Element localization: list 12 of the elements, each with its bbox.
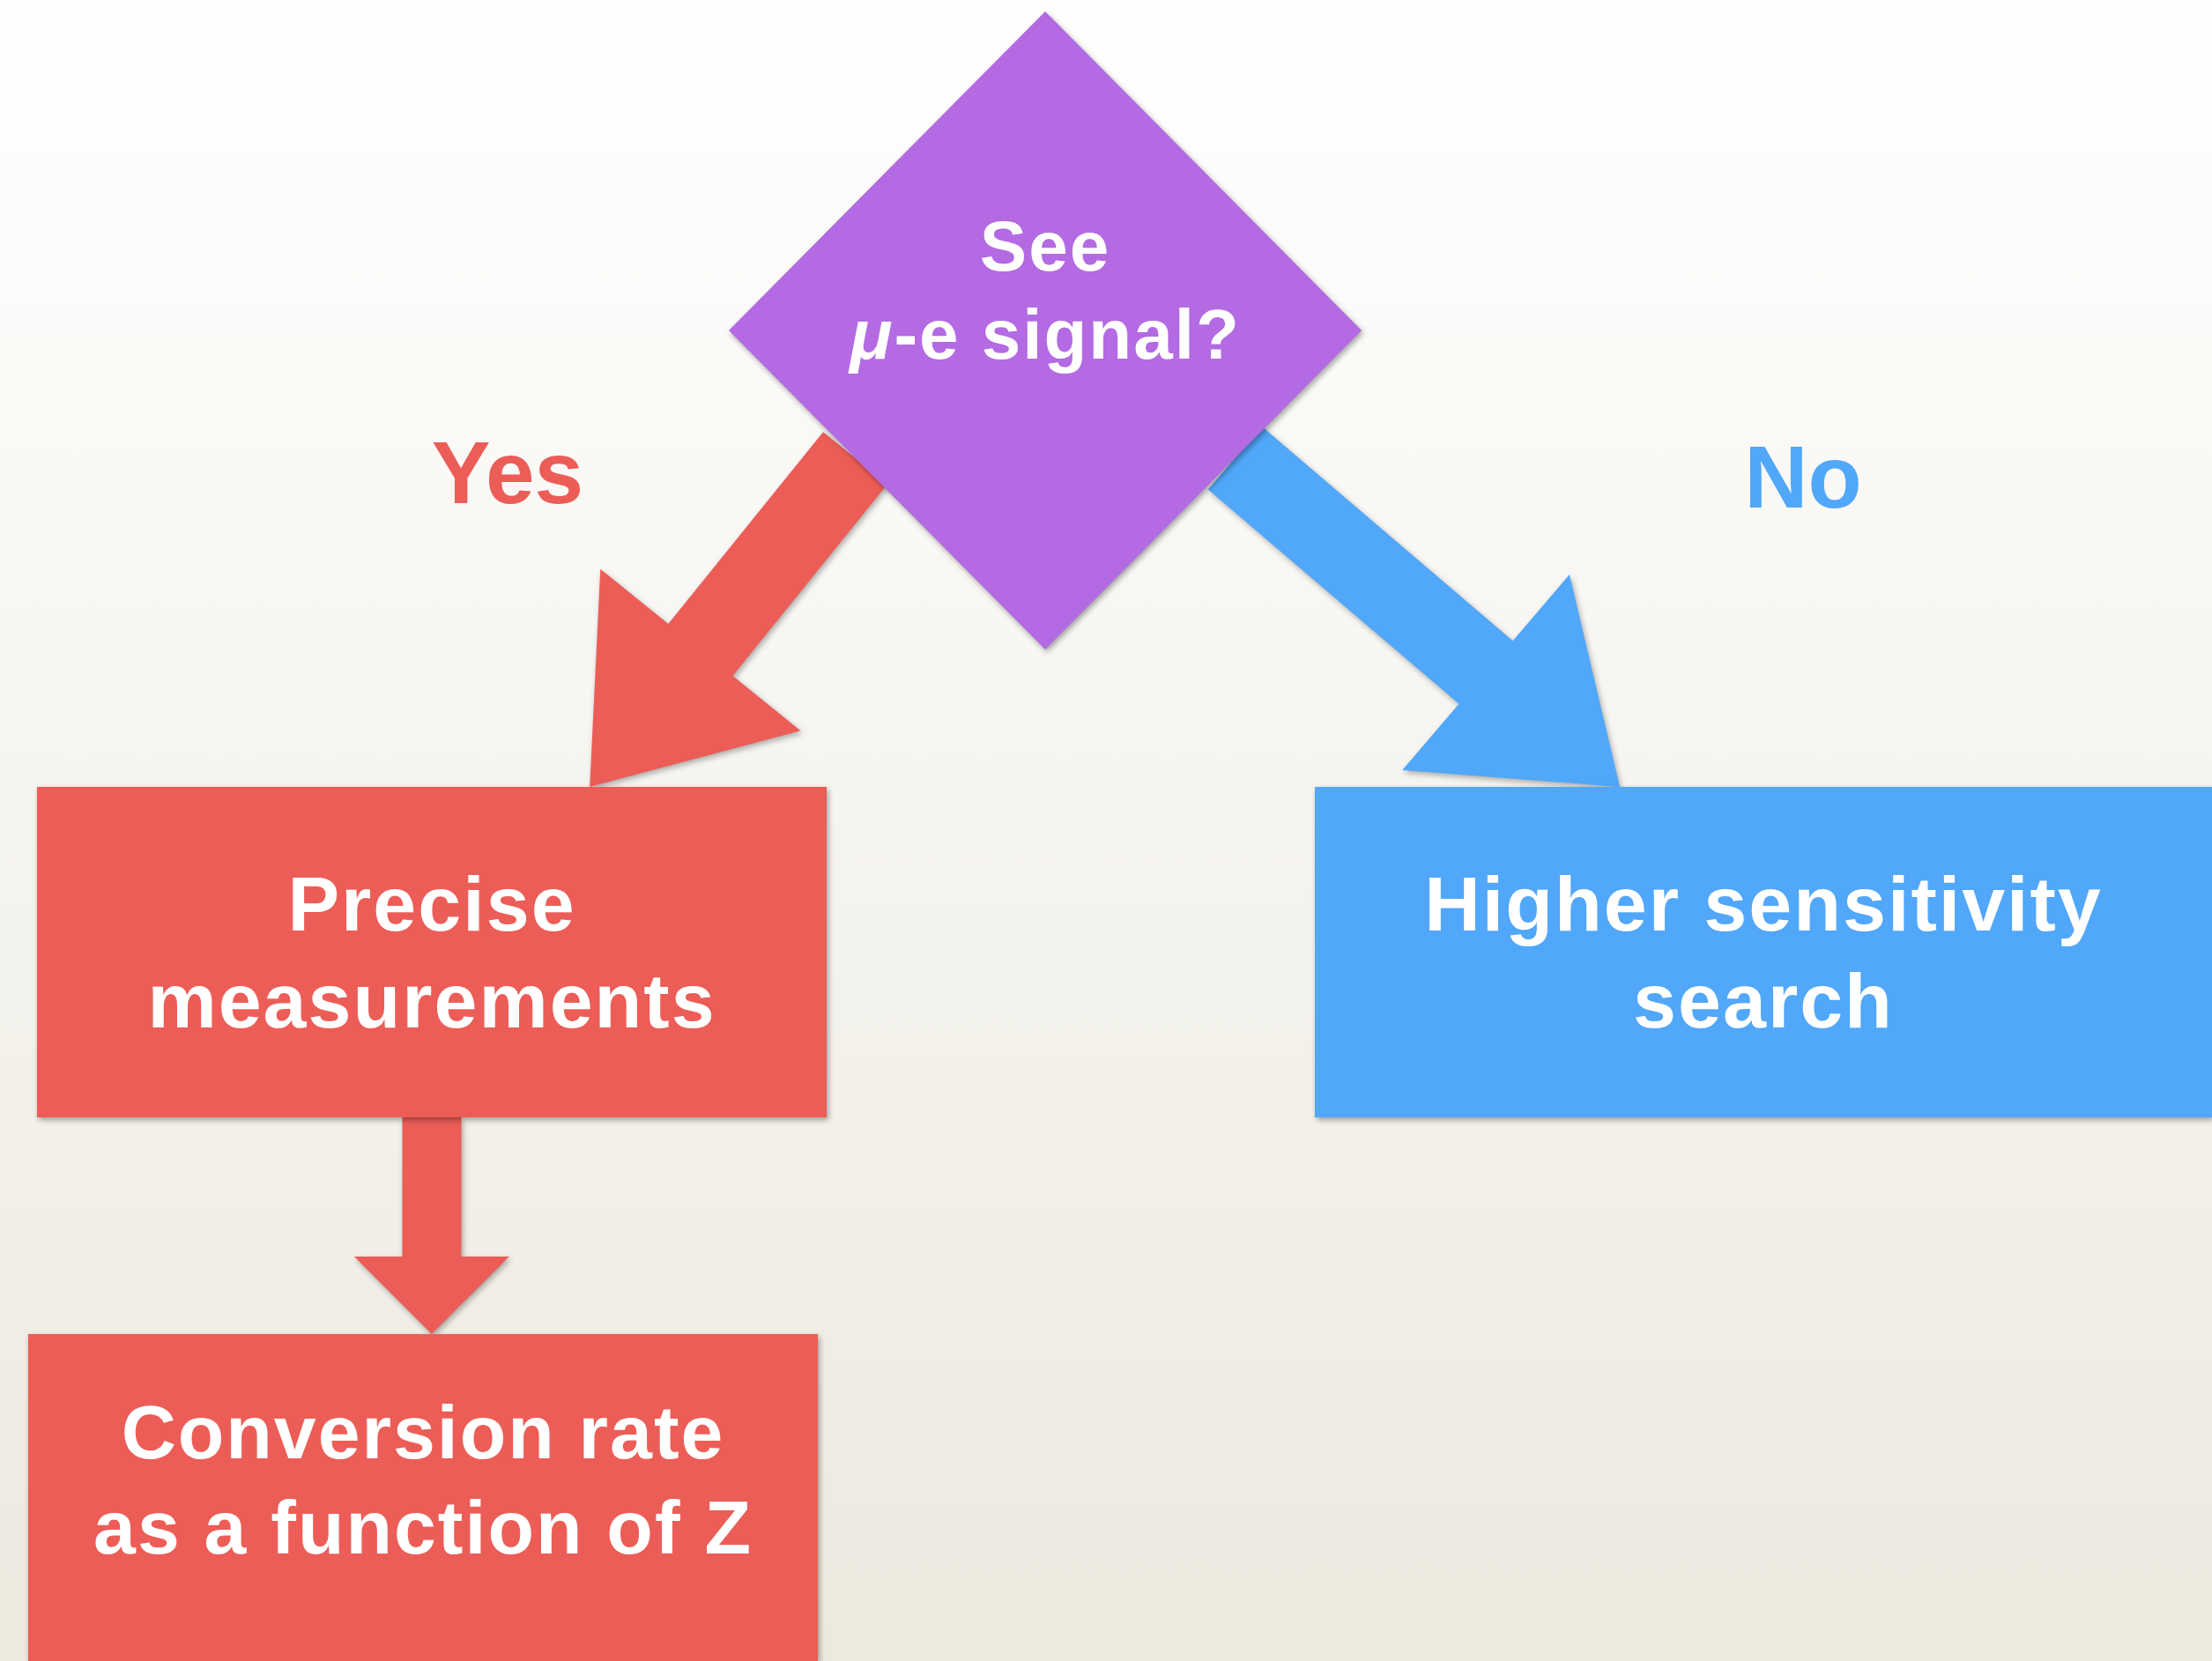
decision-text: See <box>979 206 1111 287</box>
edge-label: Yes <box>431 421 584 523</box>
process-box <box>1315 787 2212 1117</box>
edge-label: No <box>1744 426 1862 528</box>
block-arrow <box>353 1117 509 1334</box>
process-box <box>28 1334 818 1661</box>
box-text: Precise measurements <box>146 858 717 1046</box>
block-arrow <box>1207 426 1621 787</box>
box-text: Higher sensitivity search <box>1423 858 2104 1046</box>
process-box <box>37 787 827 1117</box>
box-text: Conversion rate as a function of Z <box>93 1389 753 1571</box>
decision-text: μ-e signal? <box>850 294 1241 375</box>
